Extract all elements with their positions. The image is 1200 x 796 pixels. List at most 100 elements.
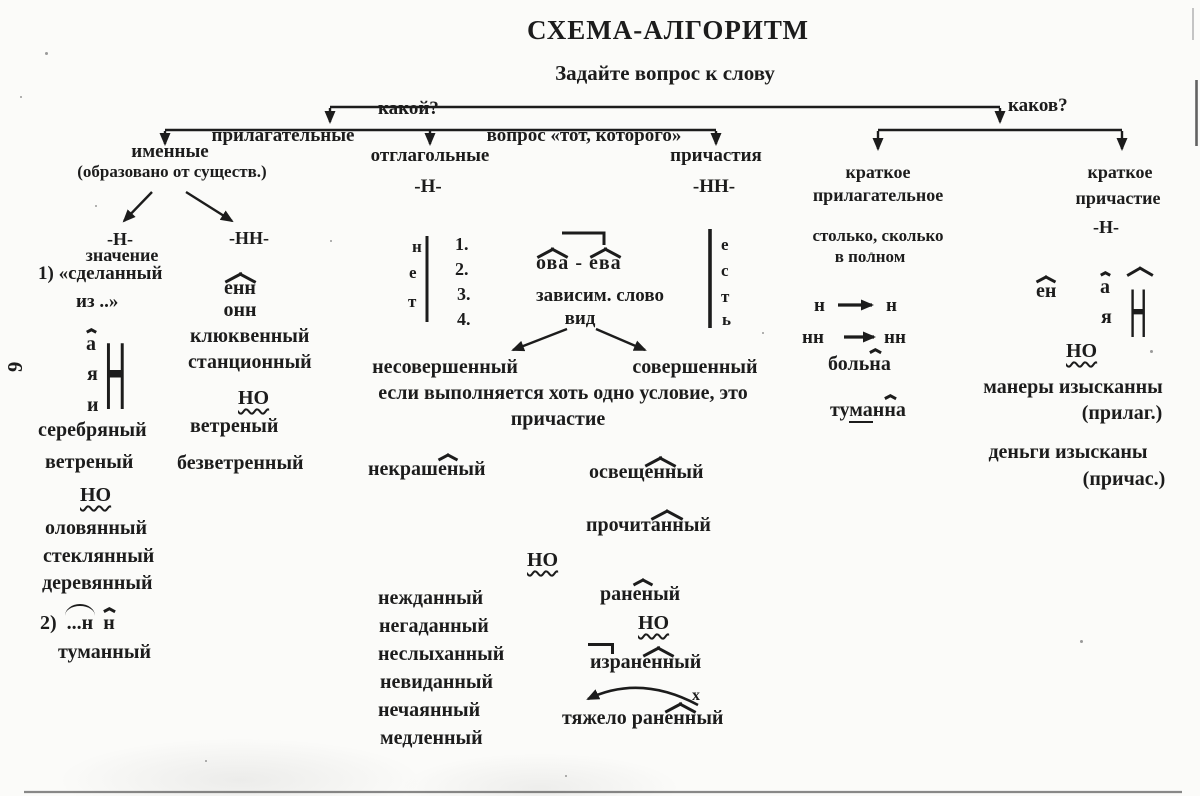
net-letter-e: е [409, 263, 417, 282]
label-verbal: отглагольные [370, 145, 490, 166]
example-tumanna: туманна [830, 399, 906, 423]
exception-vetreny: ветреный [190, 415, 279, 437]
exception-steklyanny: стеклянный [43, 545, 155, 567]
nominal-n-meaning: значение [85, 245, 159, 265]
label-participles-suffix: -НН- [692, 176, 736, 197]
example-osveshchenny: освещенный [589, 461, 704, 483]
scan-artifacts [24, 8, 1198, 794]
example-stantsionny: станционный [188, 351, 312, 373]
net-letter-n: н [412, 237, 422, 256]
label-verbal-suffix: -Н- [414, 176, 442, 197]
example-manery-note: (прилаг.) [1081, 402, 1163, 424]
nominal-n-item1-cont: из ..» [76, 291, 119, 312]
nominal-nn-heading: -НН- [229, 228, 269, 248]
rule-text-line1: если выполняется хоть одно условие, это [378, 382, 748, 404]
scan-speckle [205, 760, 207, 762]
scan-speckle [1150, 350, 1153, 353]
exception-olovyanny: оловянный [45, 517, 148, 539]
scan-speckle [20, 96, 22, 98]
condition-4: 4. [457, 309, 471, 329]
example-prochitanny: прочитанный [586, 514, 711, 536]
example-serebryany: серебряный [38, 419, 147, 441]
label-short-adjective-1: краткое [845, 162, 911, 182]
perfective-label: совершенный [632, 356, 758, 378]
est-letter-e: е [721, 235, 729, 254]
question-kakov: каков? [1008, 95, 1068, 116]
exception-negadanny: негаданный [379, 615, 489, 637]
scan-speckle [565, 775, 567, 777]
page-number: 6 [2, 360, 28, 374]
example-tyazhelo-ranenny: тяжело раненный [562, 707, 724, 729]
dependent-word-x-mark: х [692, 687, 700, 704]
condition-1: 1. [455, 234, 469, 254]
label-adjectives: прилагательные [211, 125, 355, 146]
question-kakoj: какой? [378, 98, 439, 119]
example-tumanny: туманный [58, 641, 151, 663]
subtitle-instruction: Задайте вопрос к слову [555, 61, 775, 85]
nominal-n-item1: 1) «сделанный [38, 263, 163, 284]
no-marker-short-part: НО [1066, 340, 1098, 362]
map-n-from: н [814, 295, 825, 316]
suffix-a: а [86, 333, 96, 355]
example-izranenny: израненный [588, 643, 702, 673]
big-n-symbol-short: Н [1129, 276, 1148, 353]
label-short-adjective-2: прилагательное [812, 185, 944, 205]
exception-bezvetrenny: безветренный [177, 452, 304, 474]
label-short-participle-1: краткое [1087, 162, 1153, 182]
suffix-ova-eva: ова - ева [536, 252, 622, 274]
example-bolna: больна [828, 353, 891, 375]
label-nominal-note: (образовано от существ.) [77, 162, 267, 181]
page-title: СХЕМА-АЛГОРИТМ [526, 15, 810, 45]
label-nominal: именные [131, 141, 209, 162]
imperfective-label: несовершенный [372, 356, 518, 378]
est-letter-t: т [721, 287, 730, 306]
short-part-suffix-a: а [1100, 276, 1110, 298]
short-adj-rule-line1: столько, сколько [812, 226, 944, 245]
example-vetreny: ветреный [45, 451, 134, 473]
example-dengi-note: (причас.) [1082, 468, 1166, 490]
suffix-onn: онн [223, 299, 257, 321]
suffix-ya: я [87, 363, 98, 385]
short-part-suffix-ya: я [1101, 306, 1112, 328]
short-adj-rule-line2: в полном [834, 247, 906, 266]
example-manery: манеры изысканны [983, 376, 1163, 398]
scan-speckle [330, 240, 332, 242]
exception-nezhdanny: нежданный [378, 587, 484, 609]
dependent-word-label: зависим. слово [536, 285, 664, 306]
hat-over-big-n [1126, 266, 1154, 276]
scan-speckle [870, 252, 873, 255]
suffix-i: и [87, 394, 99, 416]
net-letter-t: т [408, 292, 417, 311]
condition-3: 3. [457, 284, 471, 304]
scan-speckle [1080, 640, 1083, 643]
nominal-n-heading: -Н- [107, 229, 133, 249]
label-short-participle-suffix: -Н- [1093, 217, 1119, 237]
scan-speckle [95, 205, 97, 207]
no-marker-nominal-nn: НО [238, 387, 270, 409]
nominal-n-item2: 2) ...н н [40, 604, 115, 634]
no-marker-raneny: НО [638, 612, 670, 634]
rule-text-line2: причастие [510, 408, 606, 430]
example-dengi: деньги изысканы [988, 441, 1148, 463]
tree-connectors [122, 105, 1128, 707]
label-question-phrase: вопрос «тот, которого» [486, 125, 682, 146]
est-letter-s: с [721, 261, 729, 280]
example-klyukvenny: клюквенный [190, 325, 310, 347]
label-participles: причастия [670, 145, 762, 166]
condition-2: 2. [455, 259, 469, 279]
exception-nechayanny: нечаянный [378, 699, 481, 721]
map-n-to: н [886, 295, 897, 316]
est-letter-soft: ь [722, 310, 731, 329]
big-n-symbol: Н [104, 325, 127, 431]
no-marker-verbal: НО [527, 549, 559, 571]
exception-medlenny: медленный [380, 727, 483, 749]
map-nn-to: нн [884, 327, 906, 348]
label-short-participle-2: причастие [1075, 188, 1161, 208]
aspect-label: вид [564, 308, 596, 329]
exception-nevidanny: невиданный [380, 671, 494, 693]
map-nn-from: нн [802, 327, 824, 348]
scan-speckle [762, 332, 764, 334]
exception-derevyanny: деревянный [42, 572, 153, 594]
